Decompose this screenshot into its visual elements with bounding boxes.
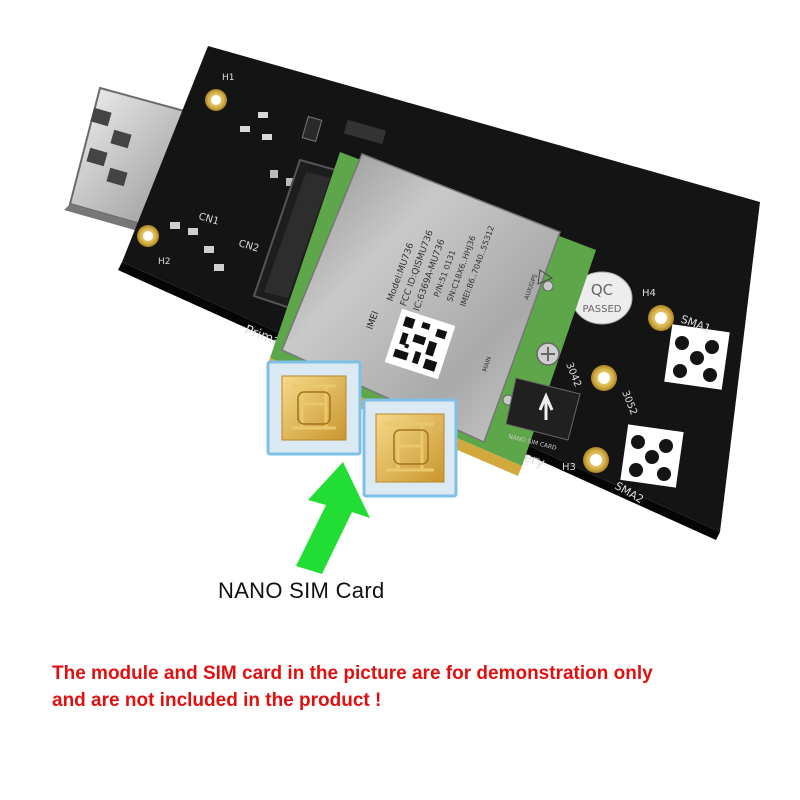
disclaimer-line-2: and are not included in the product ! — [52, 690, 382, 711]
silk-h3: H3 — [562, 462, 576, 473]
sma1-footprint — [664, 324, 730, 390]
silk-h2: H2 — [158, 257, 171, 267]
sim-card-secondary — [362, 398, 458, 498]
module-screw — [536, 342, 560, 366]
mounting-hole — [137, 225, 159, 247]
sma2-footprint — [620, 424, 684, 488]
disclaimer-notice: The module and SIM card in the picture a… — [52, 660, 752, 714]
disclaimer-line-1: The module and SIM card in the picture a… — [52, 663, 653, 684]
mounting-hole — [583, 447, 609, 473]
qr-code — [384, 308, 456, 380]
mounting-hole — [648, 305, 674, 331]
silk-h4: H4 — [642, 288, 656, 299]
nano-sim-caption: NANO SIM Card — [218, 578, 385, 603]
silk-h1: H1 — [222, 73, 235, 83]
mounting-hole — [205, 89, 227, 111]
svg-text:QC: QC — [591, 281, 613, 299]
sim-card-primary — [266, 360, 362, 456]
mounting-hole — [591, 365, 617, 391]
qc-passed-sticker: QC PASSED — [571, 271, 633, 325]
green-arrow-icon — [296, 462, 370, 574]
svg-text:MAIN: MAIN — [481, 356, 493, 373]
svg-text:PASSED: PASSED — [583, 304, 622, 315]
